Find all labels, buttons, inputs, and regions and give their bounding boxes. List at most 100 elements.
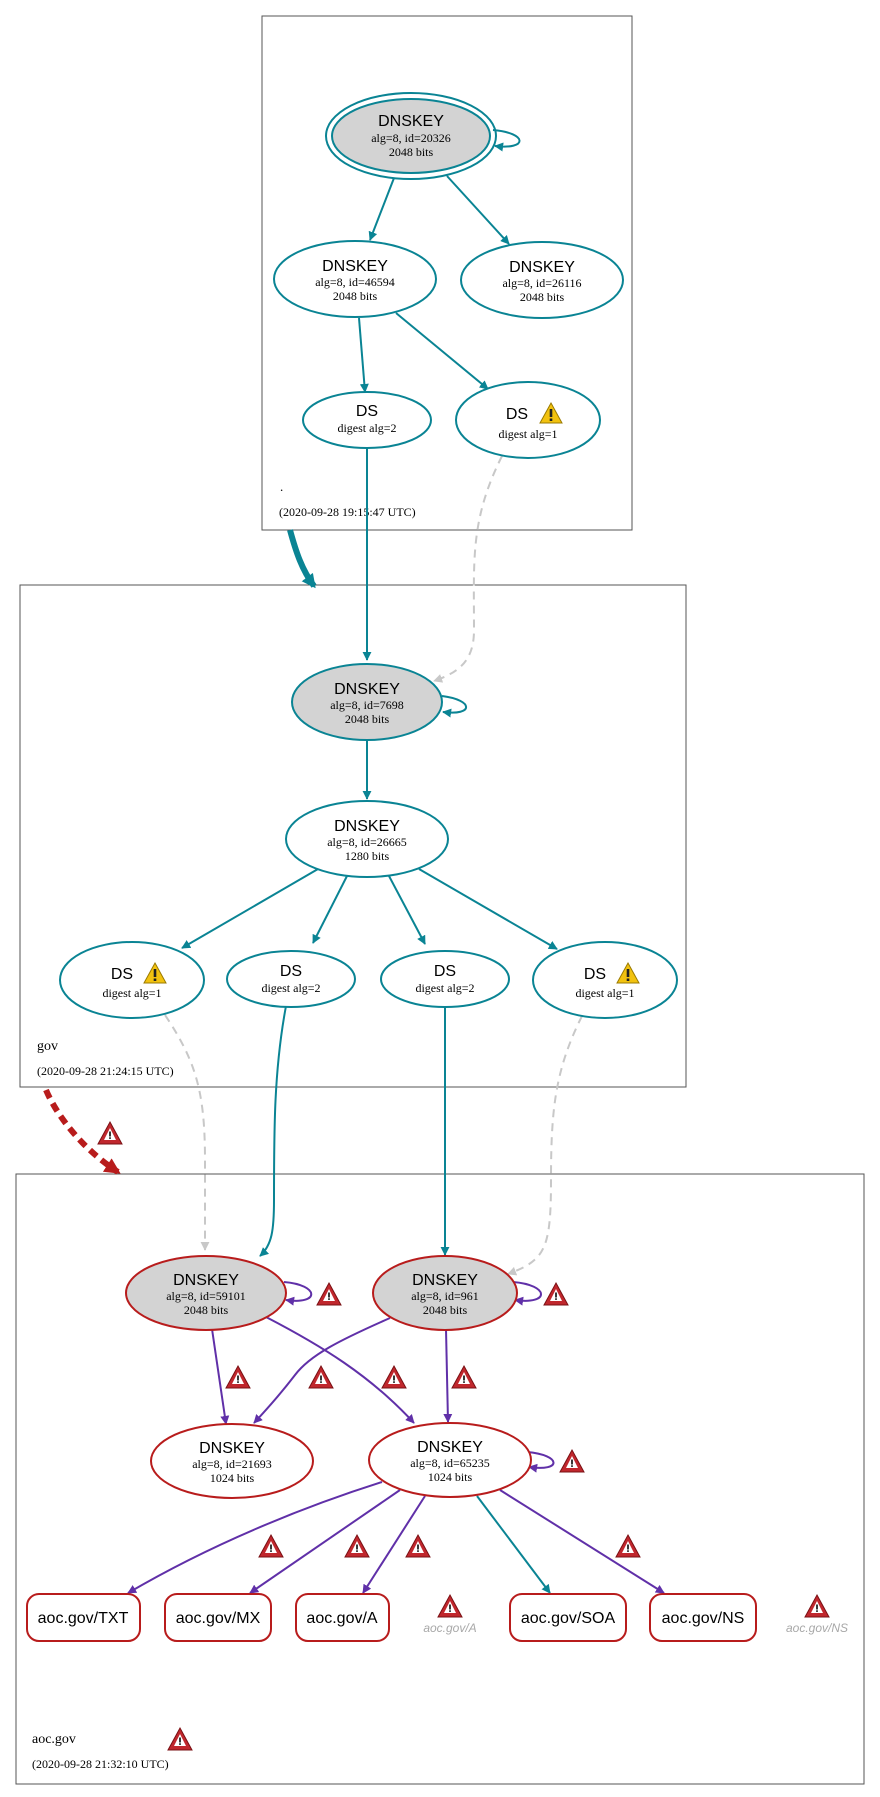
error-triangle-icon (167, 1727, 193, 1751)
node-detail: alg=8, id=65235 (410, 1456, 490, 1470)
node-detail: 2048 bits (333, 289, 378, 303)
edge-gov-ksk-self (441, 695, 467, 718)
error-triangle-icon (451, 1365, 477, 1389)
error-triangle-icon (543, 1282, 569, 1306)
error-triangle-icon (258, 1534, 284, 1558)
node-aoc-dnskey-65235[interactable]: DNSKEY alg=8, id=65235 1024 bits (368, 1422, 532, 1498)
edge-aoc-ksk1-to-zsk1 (211, 1328, 230, 1425)
node-title: DS (280, 963, 302, 980)
node-title: DS (356, 403, 378, 420)
edge-gov-ds-b-to-aoc-ksk1 (259, 1005, 287, 1257)
zone-box-gov (19, 584, 687, 1088)
edge-aoc-zsk2-to-soa (476, 1495, 551, 1594)
edge-aoc-zsk2-to-ns (499, 1489, 665, 1594)
node-gov-ds-a[interactable]: DS digest alg=1 (59, 941, 205, 1019)
node-title: DNSKEY (334, 681, 400, 698)
edge-aoc-ksk2-to-zsk1 (253, 1317, 391, 1424)
record-node-soa[interactable]: aoc.gov/SOA (509, 1593, 627, 1642)
edge-aoc-zsk2-to-a (362, 1495, 426, 1594)
record-label: aoc.gov/MX (176, 1610, 261, 1627)
edge-aoc-ksk2-to-zsk2 (443, 1328, 453, 1423)
zone-timestamp-root: (2020-09-28 19:15:47 UTC) (279, 505, 416, 519)
node-detail: 2048 bits (184, 1303, 229, 1317)
node-detail: alg=8, id=7698 (330, 698, 404, 712)
node-root-ds-alg1[interactable]: DS digest alg=1 (455, 381, 601, 459)
node-aoc-dnskey-961[interactable]: DNSKEY alg=8, id=961 2048 bits (372, 1255, 518, 1331)
node-detail: alg=8, id=26665 (327, 835, 407, 849)
node-title: DNSKEY (334, 818, 400, 835)
node-aoc-dnskey-59101[interactable]: DNSKEY alg=8, id=59101 2048 bits (125, 1255, 287, 1331)
error-triangle-icon (225, 1365, 251, 1389)
error-triangle-icon (437, 1594, 463, 1618)
edge-root-to-gov-delegation (287, 529, 317, 589)
zone-box-root (261, 15, 633, 531)
error-triangle-icon (559, 1449, 585, 1473)
record-label: aoc.gov/A (306, 1610, 377, 1627)
zone-name-root: . (280, 479, 283, 494)
zone-timestamp-gov: (2020-09-28 21:24:15 UTC) (37, 1064, 174, 1078)
node-aoc-dnskey-21693[interactable]: DNSKEY alg=8, id=21693 1024 bits (150, 1423, 314, 1499)
edge-gov-ds-d-to-aoc-ksk2 (507, 1015, 583, 1276)
record-node-mx[interactable]: aoc.gov/MX (164, 1593, 272, 1642)
node-title: DNSKEY (412, 1272, 478, 1289)
node-gov-ds-d[interactable]: DS digest alg=1 (532, 941, 678, 1019)
edge-aoc-zsk2-to-mx (249, 1489, 401, 1594)
error-triangle-icon (615, 1534, 641, 1558)
node-detail: 1024 bits (210, 1471, 255, 1485)
node-detail: digest alg=1 (102, 986, 161, 1000)
node-title: DNSKEY (509, 259, 575, 276)
record-label: aoc.gov/TXT (38, 1610, 129, 1627)
edge-gov-zsk-to-ds-b (312, 875, 348, 944)
node-detail: 2048 bits (520, 290, 565, 304)
edge-gov-ds-a-to-aoc-ksk1 (164, 1014, 210, 1251)
missing-record-ns[interactable]: aoc.gov/NS (786, 1594, 848, 1635)
missing-record-label: aoc.gov/A (423, 1621, 476, 1635)
record-node-a[interactable]: aoc.gov/A (295, 1593, 390, 1642)
node-gov-ds-b[interactable]: DS digest alg=2 (226, 950, 356, 1008)
zone-name-gov: gov (37, 1039, 58, 1054)
edge-root-ksk-to-zsk1 (368, 177, 395, 241)
node-title: DS (584, 966, 606, 983)
error-triangle-icon (405, 1534, 431, 1558)
node-detail: 2048 bits (423, 1303, 468, 1317)
node-detail: digest alg=2 (261, 981, 320, 995)
node-root-dnskey-20326[interactable]: DNSKEY alg=8, id=20326 2048 bits (325, 92, 497, 180)
node-title: DNSKEY (417, 1439, 483, 1456)
node-root-ds-alg2[interactable]: DS digest alg=2 (302, 391, 432, 449)
node-detail: digest alg=1 (498, 427, 557, 441)
error-triangle-icon (344, 1534, 370, 1558)
node-detail: digest alg=2 (337, 421, 396, 435)
node-detail: alg=8, id=59101 (166, 1289, 246, 1303)
record-node-ns[interactable]: aoc.gov/NS (649, 1593, 757, 1642)
node-gov-dnskey-26665[interactable]: DNSKEY alg=8, id=26665 1280 bits (285, 800, 449, 878)
edge-gov-zsk-to-ds-c (388, 875, 426, 945)
edge-gov-zsk-to-ds-a (181, 868, 319, 949)
node-root-dnskey-46594[interactable]: DNSKEY alg=8, id=46594 2048 bits (273, 240, 437, 318)
edge-root-ksk-self (492, 129, 521, 152)
missing-record-a[interactable]: aoc.gov/A (423, 1594, 477, 1635)
node-root-dnskey-26116[interactable]: DNSKEY alg=8, id=26116 2048 bits (460, 241, 624, 319)
node-title: DNSKEY (378, 113, 444, 130)
edge-root-ds1-to-gov-ksk (433, 455, 503, 683)
node-title: DNSKEY (322, 258, 388, 275)
edge-gov-zsk-to-ds-d (418, 868, 558, 950)
node-gov-dnskey-7698[interactable]: DNSKEY alg=8, id=7698 2048 bits (291, 663, 443, 741)
node-detail: alg=8, id=961 (411, 1289, 479, 1303)
edge-root-zsk1-to-ds1 (395, 312, 489, 390)
node-title: DS (434, 963, 456, 980)
record-label: aoc.gov/SOA (521, 1610, 616, 1627)
edge-aoc-zsk2-to-txt (127, 1481, 383, 1594)
edge-gov-to-aoc-delegation (43, 1088, 121, 1175)
node-detail: alg=8, id=21693 (192, 1457, 272, 1471)
record-node-txt[interactable]: aoc.gov/TXT (26, 1593, 141, 1642)
error-triangle-icon (308, 1365, 334, 1389)
node-gov-ds-c[interactable]: DS digest alg=2 (380, 950, 510, 1008)
node-title: DNSKEY (173, 1272, 239, 1289)
node-title: DS (506, 406, 528, 423)
node-detail: digest alg=2 (415, 981, 474, 995)
edge-root-zsk1-to-ds2 (358, 317, 369, 393)
error-triangle-icon (97, 1121, 123, 1145)
error-triangle-icon (316, 1282, 342, 1306)
node-detail: alg=8, id=46594 (315, 275, 395, 289)
missing-record-label: aoc.gov/NS (786, 1621, 848, 1635)
